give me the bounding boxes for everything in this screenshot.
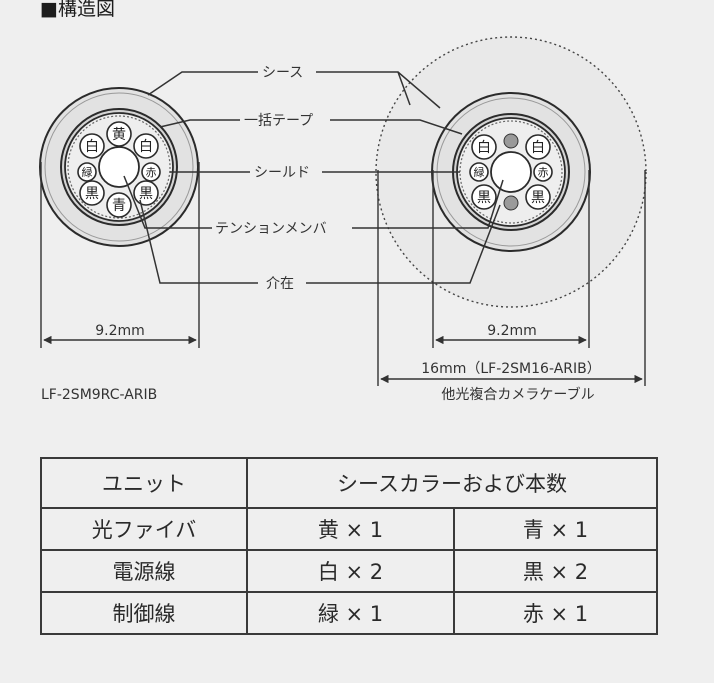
left-core-circle <box>106 192 132 218</box>
left-core-circle <box>79 133 105 159</box>
cable-left-model: LF-2SM9RC-ARIB <box>41 387 157 403</box>
right-core-circle <box>533 162 553 182</box>
left-core-label: 青 <box>112 198 126 214</box>
right-core-circle <box>525 134 551 160</box>
left-core-circle <box>106 121 132 147</box>
table-header-unit: ユニット <box>40 457 248 509</box>
label-tape: 一括テープ <box>244 113 313 129</box>
left-core-circle <box>141 162 161 182</box>
label-sheath: シース <box>262 65 303 81</box>
cable-structure-diagram: 黄白白緑赤黒黒青 白白緑赤黒黒 シース 一括テープ シールド <box>39 36 647 403</box>
left-core-label: 赤 <box>146 166 157 179</box>
right-core-label: 白 <box>477 140 491 156</box>
left-core-circle <box>77 162 97 182</box>
table-cell-color-2: 青 × 1 <box>453 507 658 551</box>
table-header-colors: シースカラーおよび本数 <box>246 457 658 509</box>
table-cell-unit: 電源線 <box>40 549 248 593</box>
table-row: 制御線 緑 × 1 赤 × 1 <box>40 591 658 635</box>
left-core-label: 黄 <box>112 126 126 143</box>
dimension-right-outer-text: 16mm（LF-2SM16-ARIB） <box>421 361 600 377</box>
label-filler: 介在 <box>266 276 294 292</box>
left-core-label: 白 <box>85 139 99 155</box>
section-title: ■構造図 <box>40 0 115 20</box>
left-core-circle <box>79 180 105 206</box>
dimension-left <box>40 162 200 348</box>
right-core-circle <box>525 184 551 210</box>
right-core-label: 黒 <box>477 190 491 206</box>
left-core-circle <box>133 180 159 206</box>
sheath-color-table: ユニット シースカラーおよび本数 光ファイバ 黄 × 1 青 × 1 電源線 白… <box>40 457 658 635</box>
left-core-circle <box>133 133 159 159</box>
right-core-circle <box>469 162 489 182</box>
left-core-label: 白 <box>139 139 153 155</box>
dimension-right-inner-text: 9.2mm <box>487 323 537 339</box>
table-row: 電源線 白 × 2 黒 × 2 <box>40 549 658 593</box>
table-row: 光ファイバ 黄 × 1 青 × 1 <box>40 507 658 551</box>
label-tension-member: テンションメンバ <box>215 221 327 237</box>
table-cell-unit: 光ファイバ <box>40 507 248 551</box>
dimension-right <box>377 170 646 386</box>
right-core-label: 黒 <box>531 190 545 206</box>
right-core-label: 緑 <box>474 165 485 179</box>
left-core-label: 黒 <box>139 186 153 202</box>
cable-right-caption: 他光複合カメラケーブル <box>441 386 594 403</box>
right-core-circle <box>471 184 497 210</box>
cable-left-cross-section: 黄白白緑赤黒黒青 <box>39 87 199 247</box>
table-cell-color-1: 黄 × 1 <box>246 507 455 551</box>
dimension-left-text: 9.2mm <box>95 323 145 339</box>
left-core-label: 緑 <box>82 165 93 179</box>
right-core-label: 白 <box>531 140 545 156</box>
table-cell-color-1: 緑 × 1 <box>246 591 455 635</box>
leader-lines <box>123 71 504 284</box>
table-cell-unit: 制御線 <box>40 591 248 635</box>
cable-right-cross-section: 白白緑赤黒黒 <box>431 92 591 252</box>
table-cell-color-1: 白 × 2 <box>246 549 455 593</box>
label-shield: シールド <box>254 165 310 181</box>
table-cell-color-2: 黒 × 2 <box>453 549 658 593</box>
left-core-label: 黒 <box>85 186 99 202</box>
right-core-circle <box>471 134 497 160</box>
right-core-label: 赤 <box>538 166 549 179</box>
table-cell-color-2: 赤 × 1 <box>453 591 658 635</box>
